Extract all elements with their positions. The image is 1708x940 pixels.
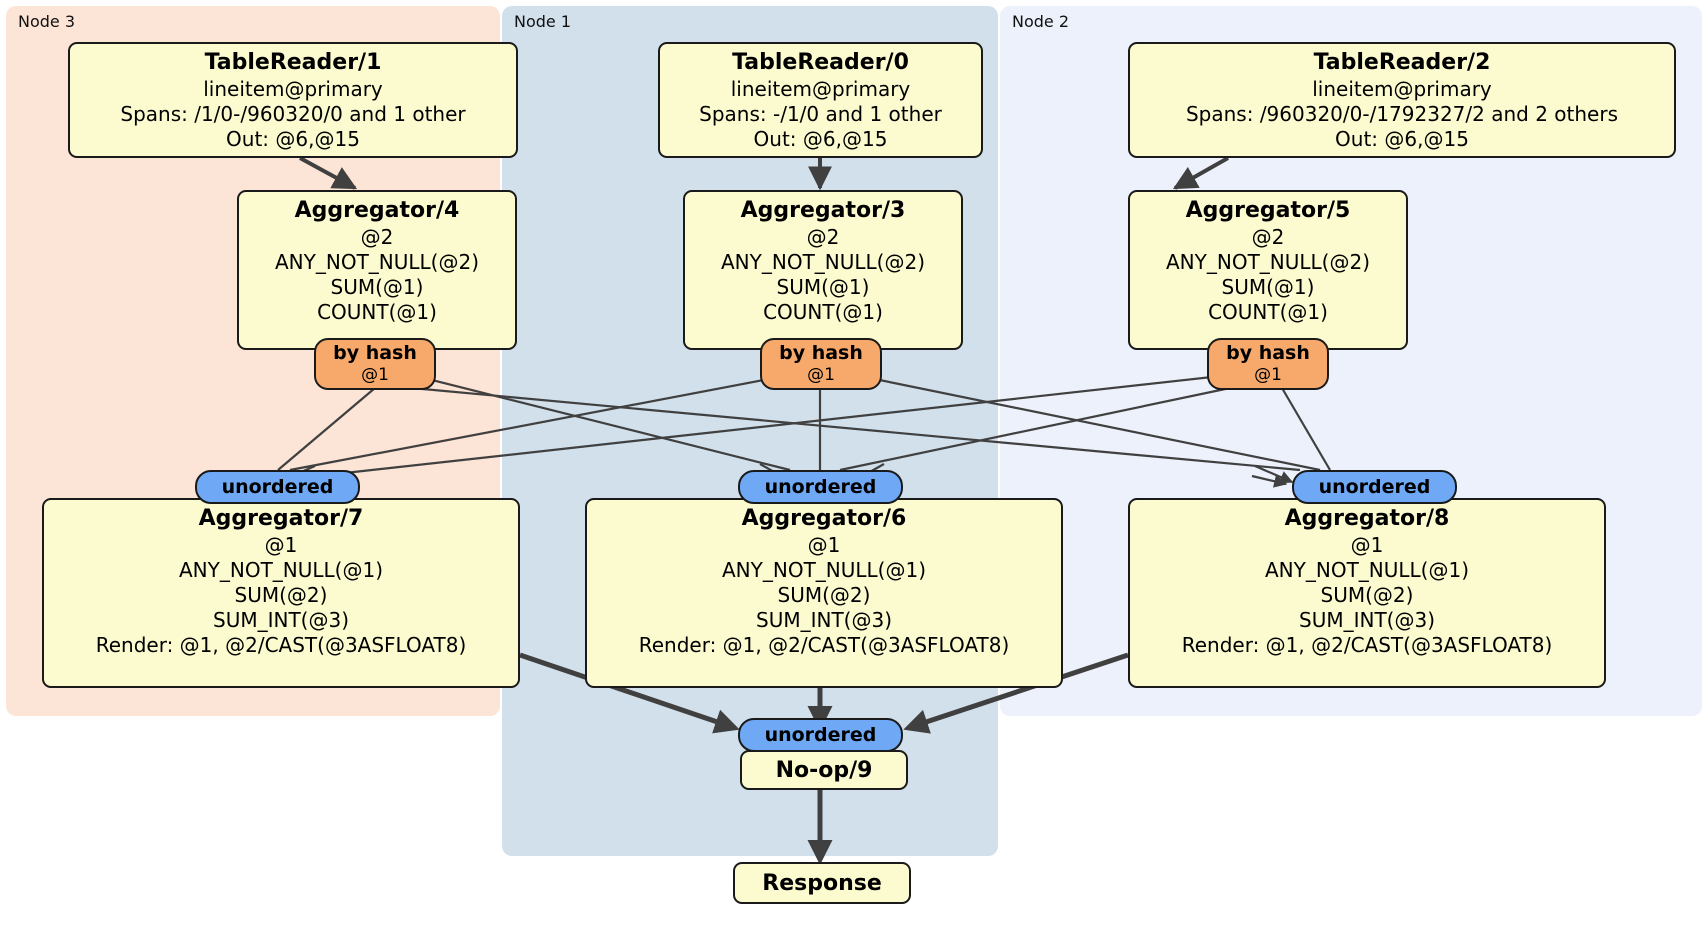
processor-title: Aggregator/8: [1284, 506, 1450, 531]
processor-line: lineitem@primary: [203, 77, 383, 101]
processor-title: Aggregator/7: [198, 506, 364, 531]
processor-line: @1: [807, 533, 841, 557]
processor-title: No-op/9: [775, 757, 873, 783]
processor-aggregator-8[interactable]: Aggregator/8 @1 ANY_NOT_NULL(@1) SUM(@2)…: [1128, 498, 1606, 688]
processor-line: COUNT(@1): [1208, 300, 1328, 324]
processor-line: SUM(@2): [234, 583, 328, 607]
processor-line: ANY_NOT_NULL(@1): [1265, 558, 1469, 582]
processor-line: Spans: -/1/0 and 1 other: [699, 102, 942, 126]
processor-line: Out: @6,@15: [1335, 127, 1469, 151]
router-subtitle: @1: [1254, 365, 1282, 385]
processor-tablereader-1[interactable]: TableReader/1 lineitem@primary Spans: /1…: [68, 42, 518, 158]
processor-line: Render: @1, @2/CAST(@3ASFLOAT8): [638, 633, 1010, 657]
processor-title: Aggregator/4: [294, 198, 460, 223]
processor-tablereader-0[interactable]: TableReader/0 lineitem@primary Spans: -/…: [658, 42, 983, 158]
router-title: by hash: [333, 342, 417, 364]
synchronizer-label: unordered: [764, 724, 877, 746]
processor-line: COUNT(@1): [763, 300, 883, 324]
processor-line: @1: [1350, 533, 1384, 557]
processor-title: Aggregator/6: [741, 506, 907, 531]
router-title: by hash: [1226, 342, 1310, 364]
processor-line: ANY_NOT_NULL(@1): [722, 558, 926, 582]
processor-line: SUM(@1): [776, 275, 870, 299]
processor-line: @2: [360, 225, 394, 249]
router-by-hash-aggregator4[interactable]: by hash @1: [314, 338, 436, 390]
router-subtitle: @1: [361, 365, 389, 385]
processor-line: @1: [264, 533, 298, 557]
processor-line: SUM_INT(@3): [1299, 608, 1435, 632]
router-by-hash-aggregator5[interactable]: by hash @1: [1207, 338, 1329, 390]
synchronizer-unordered-noop9[interactable]: unordered: [738, 718, 903, 752]
processor-line: ANY_NOT_NULL(@2): [721, 250, 925, 274]
processor-tablereader-2[interactable]: TableReader/2 lineitem@primary Spans: /9…: [1128, 42, 1676, 158]
router-subtitle: @1: [807, 365, 835, 385]
router-title: by hash: [779, 342, 863, 364]
processor-line: lineitem@primary: [1312, 77, 1492, 101]
synchronizer-unordered-aggregator8[interactable]: unordered: [1292, 470, 1457, 504]
processor-line: ANY_NOT_NULL(@2): [1166, 250, 1370, 274]
processor-line: SUM_INT(@3): [213, 608, 349, 632]
synchronizer-unordered-aggregator7[interactable]: unordered: [195, 470, 360, 504]
processor-aggregator-7[interactable]: Aggregator/7 @1 ANY_NOT_NULL(@1) SUM(@2)…: [42, 498, 520, 688]
processor-line: SUM(@2): [777, 583, 871, 607]
processor-title: TableReader/0: [732, 50, 909, 75]
processor-line: Out: @6,@15: [753, 127, 888, 151]
processor-line: ANY_NOT_NULL(@2): [275, 250, 479, 274]
panel-node-1-label: Node 1: [514, 12, 572, 31]
processor-title: Aggregator/3: [740, 198, 906, 223]
processor-line: SUM(@1): [1221, 275, 1315, 299]
processor-line: @2: [1251, 225, 1285, 249]
synchronizer-label: unordered: [764, 476, 877, 498]
synchronizer-unordered-aggregator6[interactable]: unordered: [738, 470, 903, 504]
processor-line: Out: @6,@15: [226, 127, 360, 151]
processor-noop-9[interactable]: No-op/9: [740, 750, 908, 790]
processor-response[interactable]: Response: [733, 862, 911, 904]
processor-line: Spans: /960320/0-/1792327/2 and 2 others: [1185, 102, 1618, 126]
processor-title: TableReader/2: [1313, 50, 1491, 75]
synchronizer-label: unordered: [221, 476, 334, 498]
router-by-hash-aggregator3[interactable]: by hash @1: [760, 338, 882, 390]
processor-line: Render: @1, @2/CAST(@3ASFLOAT8): [95, 633, 467, 657]
panel-node-3-label: Node 3: [18, 12, 76, 31]
processor-title: TableReader/1: [204, 50, 382, 75]
panel-node-2-label: Node 2: [1012, 12, 1070, 31]
processor-line: @2: [806, 225, 840, 249]
processor-line: SUM(@1): [330, 275, 424, 299]
processor-line: Render: @1, @2/CAST(@3ASFLOAT8): [1181, 633, 1553, 657]
processor-aggregator-4[interactable]: Aggregator/4 @2 ANY_NOT_NULL(@2) SUM(@1)…: [237, 190, 517, 350]
processor-line: lineitem@primary: [730, 77, 911, 101]
processor-title: Response: [762, 870, 882, 896]
processor-aggregator-5[interactable]: Aggregator/5 @2 ANY_NOT_NULL(@2) SUM(@1)…: [1128, 190, 1408, 350]
processor-line: COUNT(@1): [317, 300, 437, 324]
processor-line: SUM_INT(@3): [756, 608, 892, 632]
processor-aggregator-6[interactable]: Aggregator/6 @1 ANY_NOT_NULL(@1) SUM(@2)…: [585, 498, 1063, 688]
processor-title: Aggregator/5: [1185, 198, 1351, 223]
processor-line: ANY_NOT_NULL(@1): [179, 558, 383, 582]
synchronizer-label: unordered: [1318, 476, 1431, 498]
processor-line: Spans: /1/0-/960320/0 and 1 other: [120, 102, 466, 126]
processor-aggregator-3[interactable]: Aggregator/3 @2 ANY_NOT_NULL(@2) SUM(@1)…: [683, 190, 963, 350]
processor-line: SUM(@2): [1320, 583, 1414, 607]
